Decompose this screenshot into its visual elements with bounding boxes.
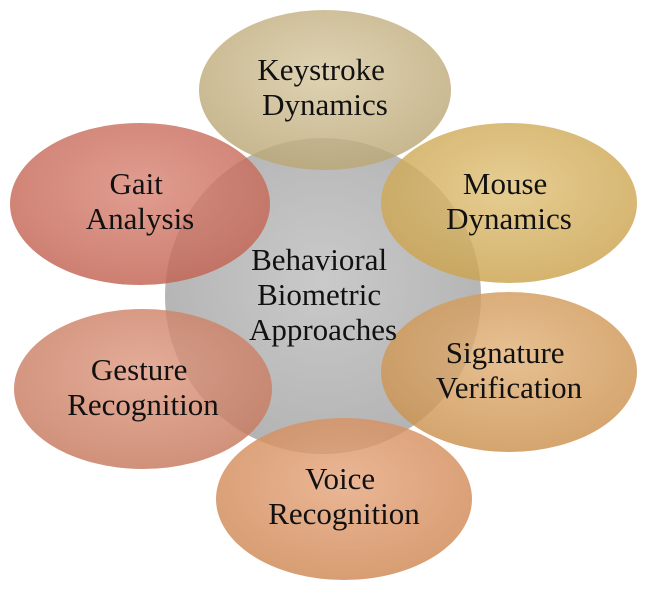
keystroke-dynamics-ellipse: [199, 10, 451, 170]
mouse-dynamics-ellipse: [381, 123, 637, 283]
gait-analysis-label: Gait Analysis: [86, 166, 195, 236]
gait-analysis-ellipse: [10, 123, 270, 285]
center-label: Behavioral Biometric Approaches: [249, 242, 397, 347]
signature-verification-label: Signature Verification: [436, 335, 583, 405]
gesture-recognition-ellipse: [14, 309, 272, 469]
keystroke-dynamics-label: Keystroke Dynamics: [257, 52, 392, 122]
signature-verification-ellipse: [381, 292, 637, 452]
voice-recognition-ellipse: [216, 418, 472, 580]
gesture-recognition-label: Gesture Recognition: [67, 352, 219, 422]
mouse-dynamics-label: Mouse Dynamics: [446, 166, 572, 236]
voice-recognition-label: Voice Recognition: [268, 461, 420, 531]
